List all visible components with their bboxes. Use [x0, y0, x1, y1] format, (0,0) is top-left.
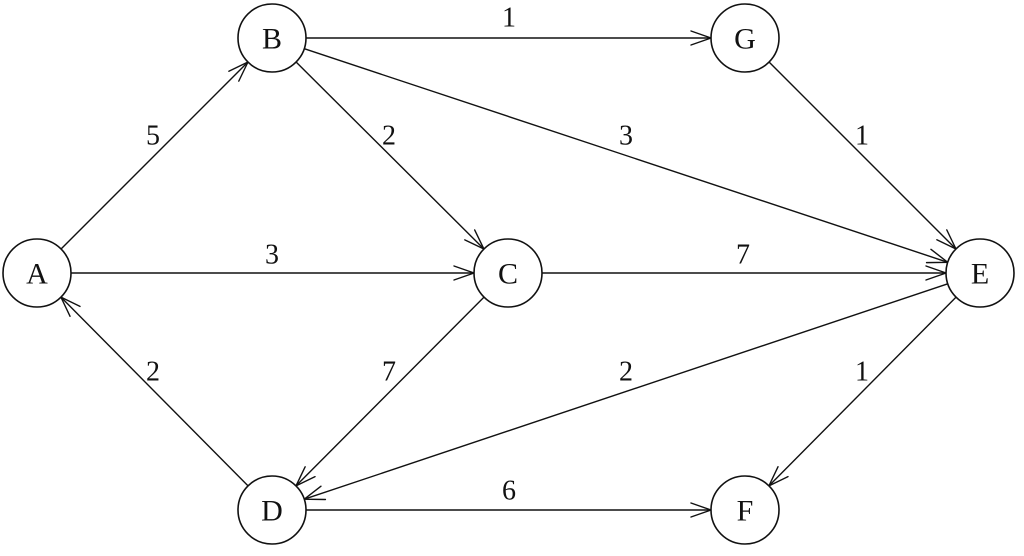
node-label-d: D	[261, 495, 283, 528]
node-label-g: G	[734, 23, 756, 56]
node-circle-d	[237, 475, 307, 545]
edge-weight-c-d: 7	[382, 357, 396, 388]
edge-weight-a-b: 5	[146, 121, 160, 152]
node-circle-a	[2, 238, 72, 308]
edge-weight-b-c: 2	[382, 121, 396, 152]
edge-weight-e-d: 2	[619, 357, 633, 388]
edge-weight-e-f: 1	[855, 357, 869, 388]
node-c: C	[473, 238, 543, 308]
edge-line-b-e	[304, 48, 948, 263]
edge-weight-b-e: 3	[619, 121, 633, 152]
edge-a-b: 5	[60, 60, 250, 250]
node-label-b: B	[262, 23, 282, 56]
edge-weight-g-e: 1	[855, 121, 869, 152]
node-label-a: A	[26, 258, 48, 291]
edge-line-e-f	[768, 296, 957, 487]
edge-b-c: 2	[295, 61, 486, 251]
edge-a-c: 3	[71, 240, 477, 281]
node-label-c: C	[498, 258, 518, 291]
node-circle-e	[945, 238, 1015, 308]
edge-c-d: 7	[294, 296, 485, 488]
nodes-layer: A B G C E D F	[2, 3, 1015, 545]
edge-e-f: 1	[767, 296, 957, 488]
edge-b-e: 3	[304, 48, 950, 264]
node-b: B	[237, 3, 307, 73]
node-circle-f	[710, 475, 780, 545]
edge-line-g-e	[768, 61, 957, 250]
edge-d-a: 2	[59, 295, 249, 487]
edge-d-f: 6	[306, 476, 714, 518]
node-circle-b	[237, 3, 307, 73]
node-label-f: F	[737, 495, 754, 528]
edge-weight-c-e: 7	[736, 240, 750, 271]
edge-line-a-b	[60, 61, 249, 250]
node-g: G	[710, 3, 780, 73]
edge-line-e-d	[304, 283, 948, 500]
node-label-e: E	[971, 258, 989, 291]
edge-line-d-a	[60, 296, 249, 487]
node-circle-g	[710, 3, 780, 73]
node-circle-c	[473, 238, 543, 308]
edge-e-d: 2	[302, 283, 948, 501]
edge-line-b-c	[295, 61, 485, 250]
edge-line-c-d	[295, 296, 485, 487]
edge-weight-b-g: 1	[502, 3, 516, 34]
node-a: A	[2, 238, 72, 308]
edge-weight-d-a: 2	[146, 357, 160, 388]
node-f: F	[710, 475, 780, 545]
edge-c-e: 7	[542, 240, 949, 281]
edge-weight-d-f: 6	[502, 476, 516, 507]
edge-b-g: 1	[306, 3, 714, 46]
node-d: D	[237, 475, 307, 545]
node-e: E	[945, 238, 1015, 308]
edge-g-e: 1	[768, 61, 958, 251]
edge-weight-a-c: 3	[265, 240, 279, 271]
